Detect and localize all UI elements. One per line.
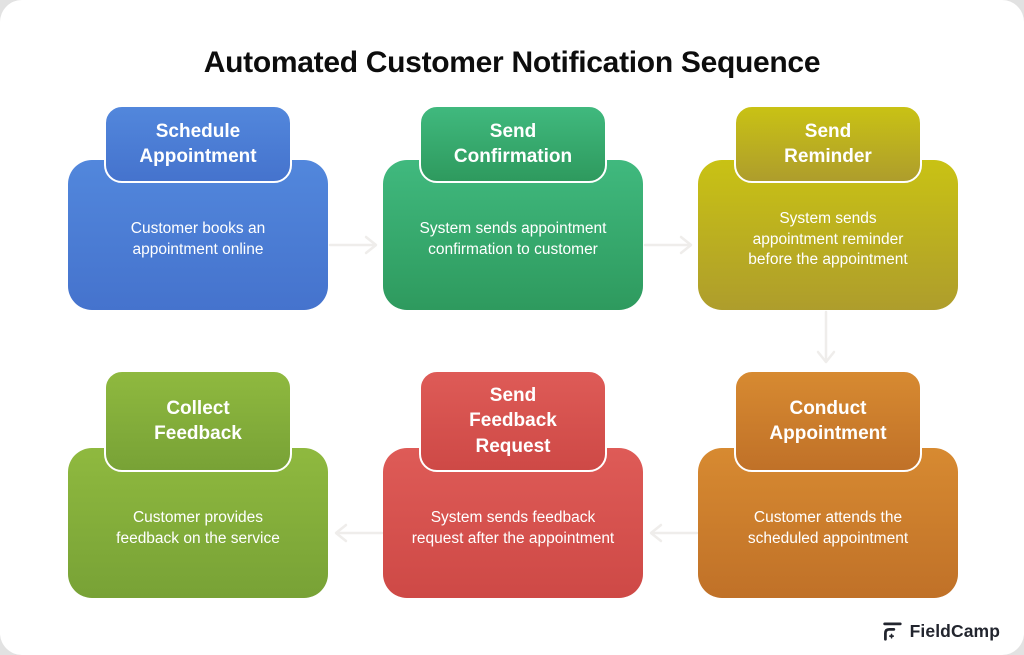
step-collect-feedback: Collect Feedback Customer provides feedb… (68, 370, 328, 598)
step-send-reminder: Send Reminder System sends appointment r… (698, 105, 958, 310)
page-title: Automated Customer Notification Sequence (203, 46, 821, 79)
step-body (68, 448, 328, 598)
step-title: Collect Feedback (154, 397, 242, 444)
step-header: Send Reminder (734, 105, 922, 183)
arrow-down-step3-step4 (816, 310, 836, 364)
step-header: Send Feedback Request (419, 370, 607, 472)
arrow-right-step2-step3 (643, 235, 693, 255)
step-header: Send Confirmation (419, 105, 607, 183)
fieldcamp-logo: FieldCamp (881, 620, 1000, 642)
step-body (698, 448, 958, 598)
step-description: Customer books an appointment online (130, 220, 266, 258)
step-description: System sends appointment confirmation to… (419, 220, 607, 258)
step-header: Conduct Appointment (734, 370, 922, 472)
fieldcamp-logo-icon (882, 622, 902, 641)
step-title: Conduct Appointment (769, 397, 887, 444)
fieldcamp-logo-text: FieldCamp (909, 620, 1000, 641)
step-description: System sends feedback request after the … (411, 508, 615, 547)
step-title: Send Confirmation (453, 120, 573, 167)
step-title: Send Feedback Request (469, 385, 557, 457)
step-body (383, 448, 643, 598)
arrow-left-step4-step5 (649, 523, 699, 543)
step-body (698, 160, 958, 310)
step-description: Customer attends the scheduled appointme… (747, 508, 909, 547)
step-send-confirmation: Send Confirmation System sends appointme… (383, 105, 643, 310)
step-schedule-appointment: Schedule Appointment Customer books an a… (68, 105, 328, 310)
arrow-right-step1-step2 (328, 235, 378, 255)
step-title: Send Reminder (784, 120, 872, 167)
step-header: Schedule Appointment (104, 105, 292, 183)
step-conduct-appointment: Conduct Appointment Customer attends the… (698, 370, 958, 598)
step-send-feedback-request: Send Feedback Request System sends feedb… (383, 370, 643, 598)
step-body (383, 160, 643, 310)
step-description: Customer provides feedback on the servic… (116, 508, 280, 547)
arrow-left-step5-step6 (334, 523, 384, 543)
step-title: Schedule Appointment (139, 120, 257, 167)
step-description: System sends appointment reminder before… (748, 209, 908, 269)
step-header: Collect Feedback (104, 370, 292, 472)
step-body (68, 160, 328, 310)
